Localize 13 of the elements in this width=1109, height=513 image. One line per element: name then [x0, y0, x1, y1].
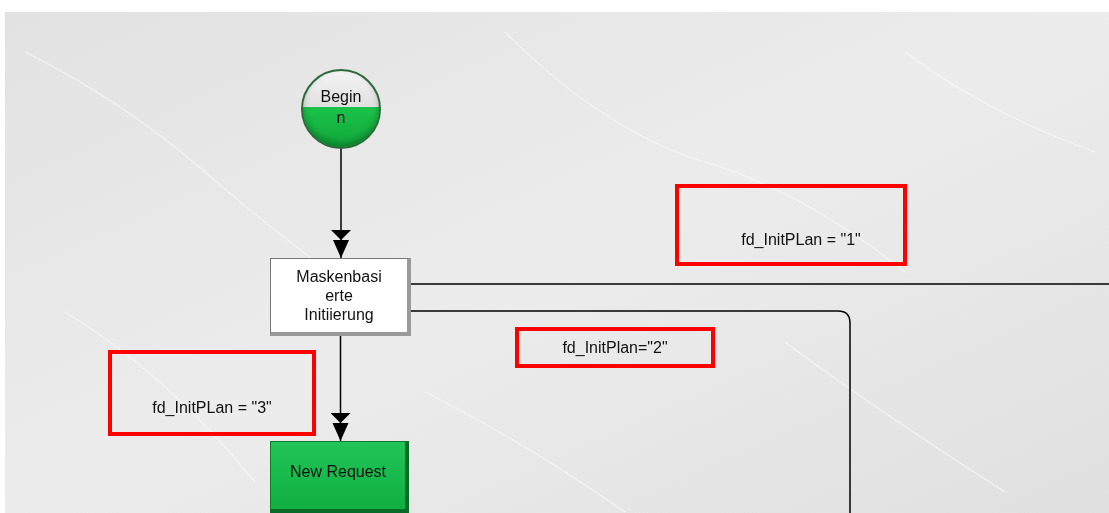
annotation-box	[675, 184, 907, 266]
annotation-box	[515, 327, 715, 368]
process-box	[270, 441, 409, 513]
node-label: fd_InitPLan = "3"	[152, 397, 272, 417]
connector-line	[410, 310, 851, 513]
node-label: New Request	[289, 462, 386, 481]
annotation-box	[108, 350, 316, 436]
node-label: Beginn	[319, 87, 363, 128]
process-box	[270, 258, 411, 336]
connector-line	[410, 283, 1109, 285]
node-label: fd_InitPLan = "1"	[741, 229, 861, 249]
node-label: Maskenbasierte Initiierung	[295, 267, 383, 324]
node-label: fd_InitPlan="2"	[562, 338, 668, 357]
